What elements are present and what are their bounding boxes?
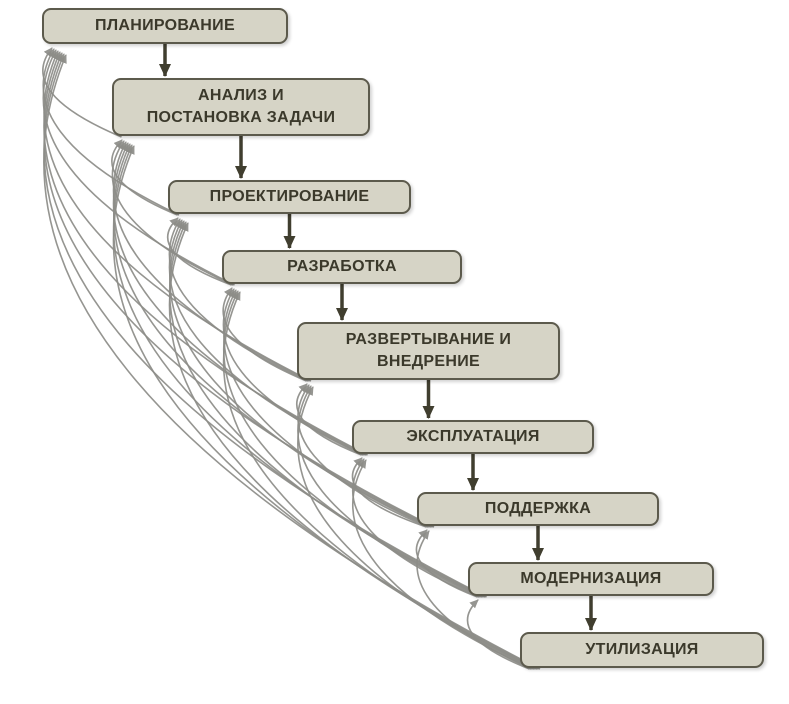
feedback-arrow <box>222 288 364 456</box>
node-planning-label: ПЛАНИРОВАНИЕ <box>95 16 235 34</box>
node-development: РАЗРАБОТКА <box>222 250 462 284</box>
feedback-arrow <box>42 48 180 216</box>
node-deployment: РАЗВЕРТЫВАНИЕ И ВНЕДРЕНИЕ <box>297 322 560 380</box>
feedback-arrow <box>112 141 310 382</box>
feedback-arrow <box>466 599 530 670</box>
feedback-arrow <box>297 386 535 670</box>
node-analysis: АНАЛИЗ И ПОСТАНОВКА ЗАДАЧИ <box>112 78 370 136</box>
feedback-arrow <box>297 385 481 598</box>
node-modernization: МОДЕРНИЗАЦИЯ <box>468 562 714 596</box>
node-support: ПОДДЕРЖКА <box>417 492 659 526</box>
node-analysis-label: АНАЛИЗ И ПОСТАНОВКА ЗАДАЧИ <box>146 86 336 126</box>
node-support-label: ПОДДЕРЖКА <box>484 499 592 517</box>
feedback-arrow <box>168 218 309 382</box>
node-planning: ПЛАНИРОВАНИЕ <box>42 8 288 44</box>
node-design-label: ПРОЕКТИРОВАНИЕ <box>209 187 370 205</box>
node-operation-label: ЭКСПЛУАТАЦИЯ <box>406 427 540 445</box>
feedback-arrow <box>415 529 478 598</box>
node-disposal-label: УТИЛИЗАЦИЯ <box>585 640 699 658</box>
feedback-arrow <box>223 289 430 528</box>
feedback-arrow <box>351 457 427 528</box>
node-operation: ЭКСПЛУАТАЦИЯ <box>352 420 594 454</box>
feedback-arrow <box>296 383 362 456</box>
node-design: ПРОЕКТИРОВАНИЕ <box>168 180 411 214</box>
node-modernization-label: МОДЕРНИЗАЦИЯ <box>520 569 662 587</box>
node-deployment-label: РАЗВЕРТЫВАНИЕ И ВНЕДРЕНИЕ <box>345 330 512 370</box>
feedback-arrow <box>297 384 429 528</box>
feedback-arrow <box>416 530 532 670</box>
feedback-arrow <box>222 290 483 598</box>
feedback-arrow <box>222 287 307 382</box>
feedback-arrow <box>352 458 480 598</box>
node-disposal: УТИЛИЗАЦИЯ <box>520 632 764 668</box>
node-development-label: РАЗРАБОТКА <box>287 257 397 275</box>
feedback-arrow <box>111 140 234 286</box>
